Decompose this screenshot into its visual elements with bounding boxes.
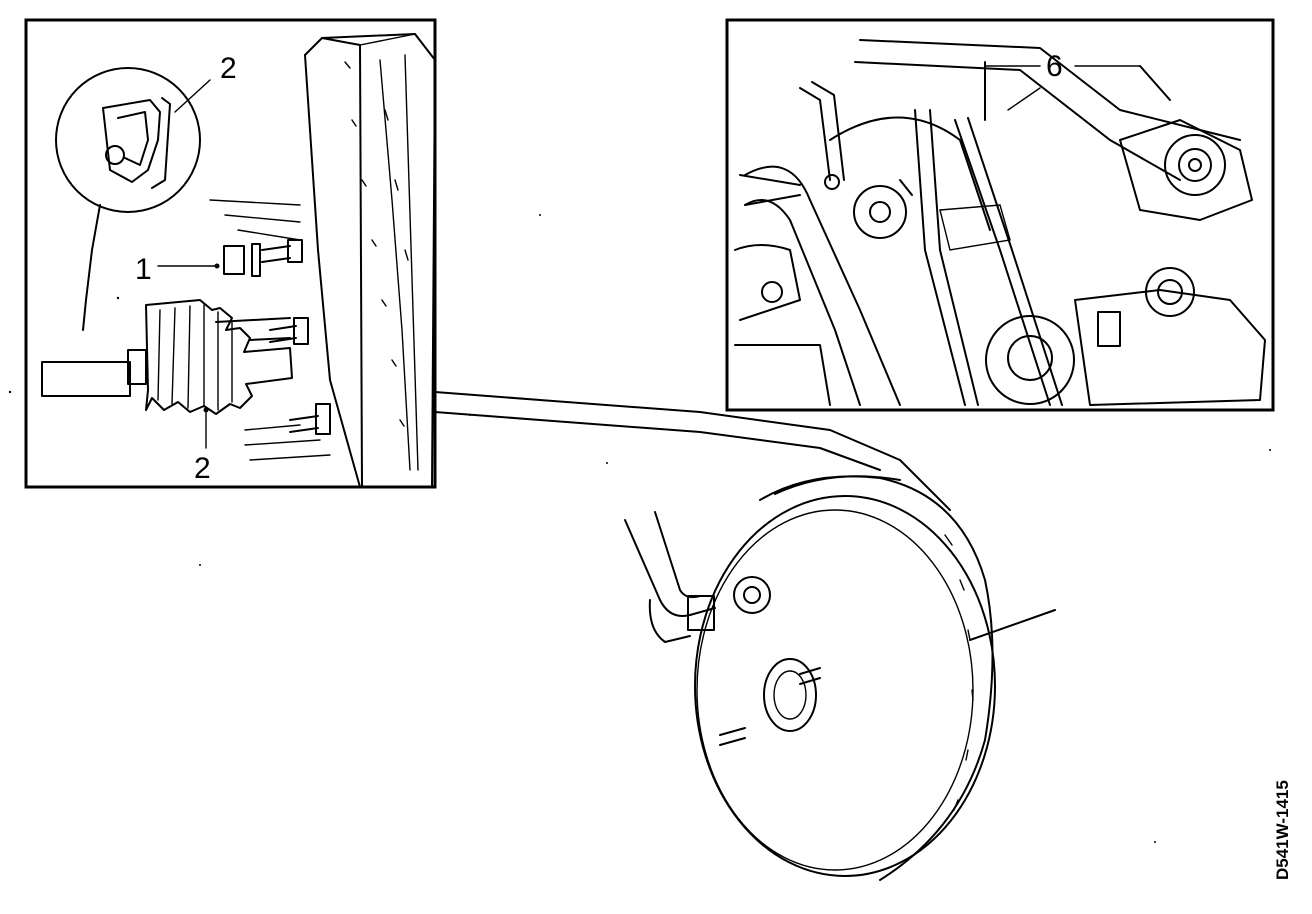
brake-booster (624, 475, 1056, 881)
right-engine-bay-panel: 6 (725, 18, 1275, 412)
pushrod-boot (41, 299, 293, 415)
mounting-studs (261, 239, 331, 435)
left-detail-panel: 2 1 2 (24, 18, 437, 489)
callout-6: 6 (1046, 50, 1063, 83)
clip-detail-circle: 2 (55, 52, 237, 331)
bulkhead-plate (304, 33, 436, 488)
figure-code: D541W-1415 (1273, 780, 1292, 880)
callout-2-bottom: 2 (194, 452, 211, 485)
callout-2-top: 2 (220, 52, 237, 85)
scan-specks (8, 214, 1271, 843)
callout-1: 1 (135, 253, 152, 286)
